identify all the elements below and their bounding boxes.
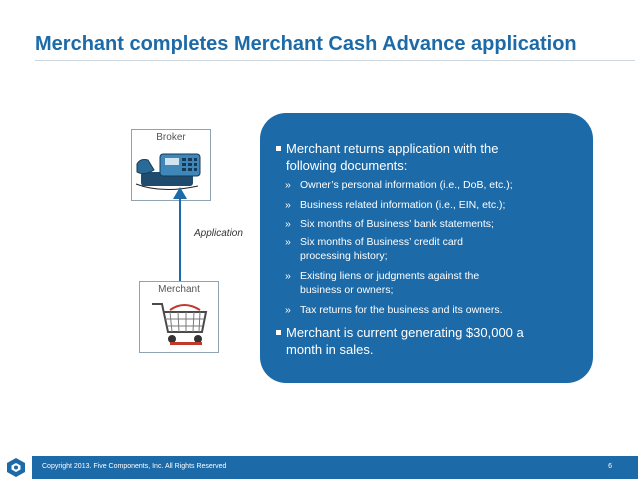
logo-area — [0, 456, 32, 479]
square-bullet-icon — [276, 330, 281, 335]
copyright-text: Copyright 2013. Five Components, Inc. Al… — [42, 463, 227, 470]
list-item: » Owner’s personal information (i.e., Do… — [285, 178, 513, 192]
list-item: » Tax returns for the business and its o… — [285, 303, 503, 317]
footer: Copyright 2013. Five Components, Inc. Al… — [0, 456, 638, 479]
list-item-line: Business related information (i.e., EIN,… — [300, 199, 506, 211]
bullet-line: Merchant is current generating $30,000 a — [286, 325, 524, 340]
list-item-line: Owner’s personal information (i.e., DoB,… — [300, 179, 513, 191]
list-item-line: Existing liens or judgments against the — [300, 270, 480, 282]
telephone-icon — [135, 153, 201, 190]
chevron-icon: » — [285, 236, 291, 248]
application-label: Application — [194, 228, 243, 239]
list-item: » Six months of Business’ credit card pr… — [285, 235, 464, 263]
chevron-icon: » — [285, 218, 291, 230]
chevron-icon: » — [285, 304, 291, 316]
square-bullet-icon — [276, 146, 281, 151]
list-item: » Existing liens or judgments against th… — [285, 269, 480, 297]
list-item-line: Tax returns for the business and its own… — [300, 304, 503, 316]
merchant-node: Merchant — [139, 281, 219, 353]
slide-title: Merchant completes Merchant Cash Advance… — [35, 33, 577, 55]
chevron-icon: » — [285, 270, 291, 282]
broker-label: Broker — [156, 132, 186, 143]
list-item: » Six months of Business’ bank statement… — [285, 217, 494, 231]
chevron-icon: » — [285, 199, 291, 211]
title-divider — [35, 60, 635, 61]
page-number: 6 — [608, 463, 612, 470]
merchant-label: Merchant — [158, 284, 200, 295]
bullet-line: month in sales. — [286, 342, 374, 357]
bullet-returns-application: Merchant returns application with the fo… — [276, 140, 586, 174]
bullet-monthly-sales: Merchant is current generating $30,000 a… — [276, 324, 586, 358]
documents-panel: Merchant returns application with the fo… — [260, 113, 593, 383]
bullet-line: Merchant returns application with the — [286, 141, 499, 156]
list-item: » Business related information (i.e., EI… — [285, 198, 506, 212]
list-item-line: processing history; — [300, 250, 388, 262]
application-arrow — [173, 187, 187, 293]
list-item-line: Six months of Business’ credit card — [300, 236, 464, 248]
company-logo-icon — [7, 458, 25, 477]
shopping-cart-icon — [152, 303, 208, 345]
broker-node: Broker — [131, 129, 211, 201]
chevron-icon: » — [285, 179, 291, 191]
list-item-line: Six months of Business’ bank statements; — [300, 218, 494, 230]
list-item-line: business or owners; — [300, 284, 394, 296]
footer-bar: Copyright 2013. Five Components, Inc. Al… — [32, 456, 638, 479]
bullet-line: following documents: — [286, 158, 408, 173]
